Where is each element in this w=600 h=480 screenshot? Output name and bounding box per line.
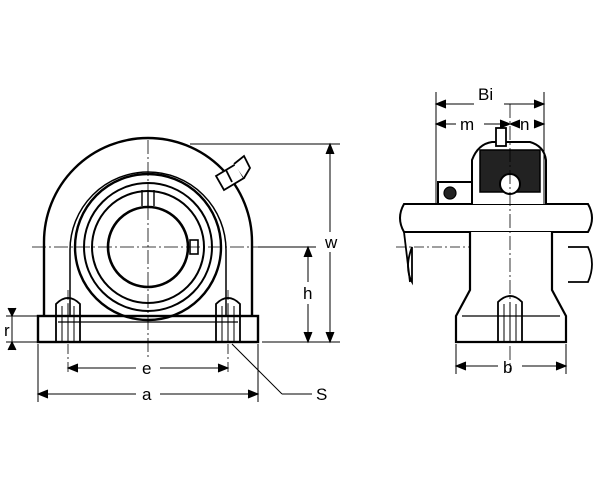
side-pedestal [454,232,568,344]
label-s: S [316,385,327,404]
label-n: n [520,115,529,134]
label-b: b [503,358,512,377]
label-r: r [4,321,10,340]
housing-outline [42,136,254,316]
label-m: m [460,115,474,134]
shaft-upper [399,203,593,233]
side-grease-nipple-icon [495,127,507,147]
label-h: h [303,284,312,303]
front-view [32,136,272,372]
label-a: a [142,385,152,404]
label-w: w [324,233,338,252]
front-dimensions [6,142,340,402]
label-bi: Bi [478,85,493,104]
side-view [396,104,593,372]
label-e: e [142,359,151,378]
grease-nipple-icon [214,154,252,192]
side-dimensions [434,92,568,374]
